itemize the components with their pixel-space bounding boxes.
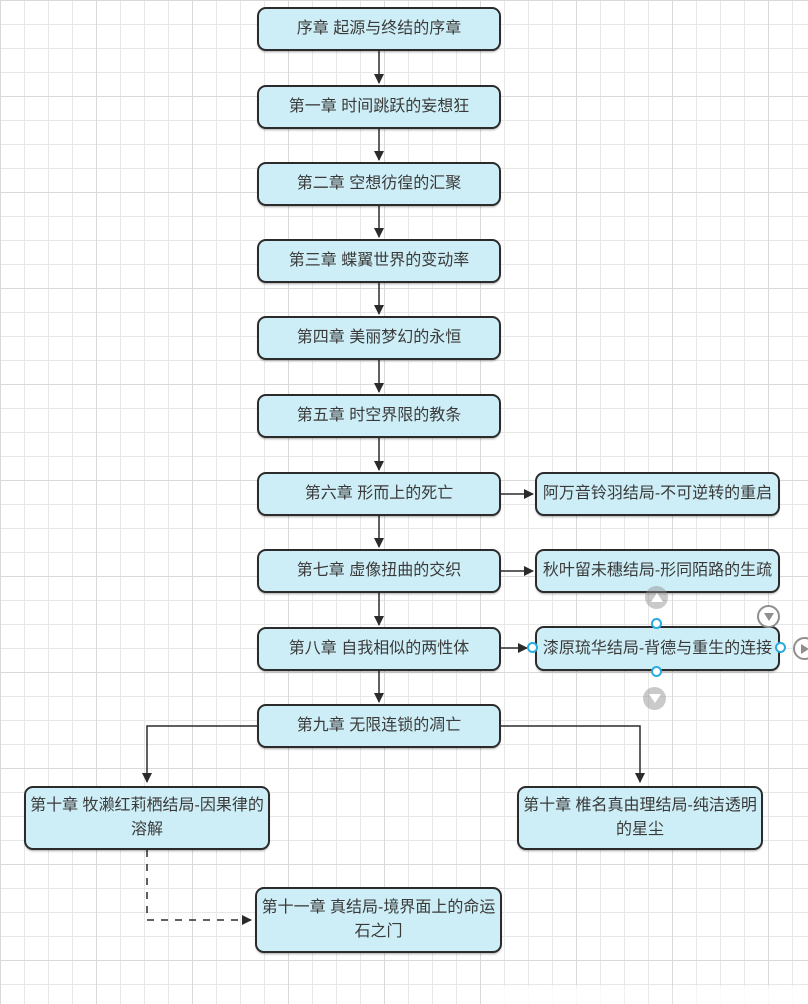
node-label: 第十章 椎名真由理结局-纯洁透明的星尘 [523,797,757,838]
triangle-down-icon [763,612,774,621]
connector[interactable] [142,725,257,783]
flow-node-luka-ending[interactable]: 漆原琉华结局-背德与重生的连接 [535,626,780,671]
node-label: 第十章 牧濑红莉栖结局-因果律的溶解 [30,797,264,838]
flow-node-chapter-5[interactable]: 第五章 时空界限的教条 [257,394,501,438]
triangle-right-icon [800,643,808,654]
selection-handle-top[interactable] [651,618,662,629]
node-label: 第四章 美丽梦幻的永恒 [296,329,462,346]
node-label: 第十一章 真结局-境界面上的命运石之门 [261,899,496,940]
node-label: 序章 起源与终结的序章 [296,20,462,37]
node-label: 漆原琉华结局-背德与重生的连接 [542,639,773,657]
quick-arrow-right-button[interactable] [793,637,808,660]
node-label: 第七章 虚像扭曲的交织 [296,562,462,579]
node-label: 第一章 时间跳跃的妄想狂 [288,98,470,115]
flow-node-suzuha-ending[interactable]: 阿万音铃羽结局-不可逆转的重启 [535,472,780,516]
flow-node-chapter-4[interactable]: 第四章 美丽梦幻的永恒 [257,316,501,360]
selection-handle-bottom[interactable] [651,666,662,677]
triangle-up-icon [650,593,663,602]
flow-node-prologue[interactable]: 序章 起源与终结的序章 [257,7,501,51]
quick-arrow-down-button-2[interactable] [643,687,666,710]
node-label: 阿万音铃羽结局-不可逆转的重启 [542,485,773,502]
flow-node-chapter-1[interactable]: 第一章 时间跳跃的妄想狂 [257,85,501,129]
selection-handle-left[interactable] [527,642,538,653]
node-label: 第九章 无限连锁的凋亡 [296,717,462,734]
connector[interactable] [501,725,645,783]
flow-node-mayuri-ending[interactable]: 第十章 椎名真由理结局-纯洁透明的星尘 [517,786,763,850]
node-label: 第二章 空想彷徨的汇聚 [296,175,462,192]
quick-arrow-down-button[interactable] [757,605,780,628]
flow-node-faris-ending[interactable]: 秋叶留未穗结局-形同陌路的生疏 [535,549,780,593]
quick-arrow-up-button[interactable] [645,586,668,609]
node-label: 第三章 蝶翼世界的变动率 [288,252,470,269]
triangle-down-icon [648,694,661,703]
flow-node-chapter-8[interactable]: 第八章 自我相似的两性体 [257,627,501,671]
flow-node-chapter-7[interactable]: 第七章 虚像扭曲的交织 [257,549,501,593]
flow-node-kurisu-ending[interactable]: 第十章 牧濑红莉栖结局-因果律的溶解 [24,786,270,850]
selection-handle-right[interactable] [775,642,786,653]
node-label: 第五章 时空界限的教条 [296,407,462,424]
node-label: 第八章 自我相似的两性体 [288,640,470,657]
node-label: 第六章 形而上的死亡 [304,485,454,502]
node-label: 秋叶留未穗结局-形同陌路的生疏 [542,562,773,579]
flow-node-true-ending[interactable]: 第十一章 真结局-境界面上的命运石之门 [255,887,502,953]
flow-node-chapter-3[interactable]: 第三章 蝶翼世界的变动率 [257,239,501,283]
flow-node-chapter-9[interactable]: 第九章 无限连锁的凋亡 [257,704,501,748]
connector-dashed[interactable] [146,850,252,925]
flow-node-chapter-6[interactable]: 第六章 形而上的死亡 [257,472,501,516]
flow-node-chapter-2[interactable]: 第二章 空想彷徨的汇聚 [257,162,501,206]
watermark [498,986,808,1004]
